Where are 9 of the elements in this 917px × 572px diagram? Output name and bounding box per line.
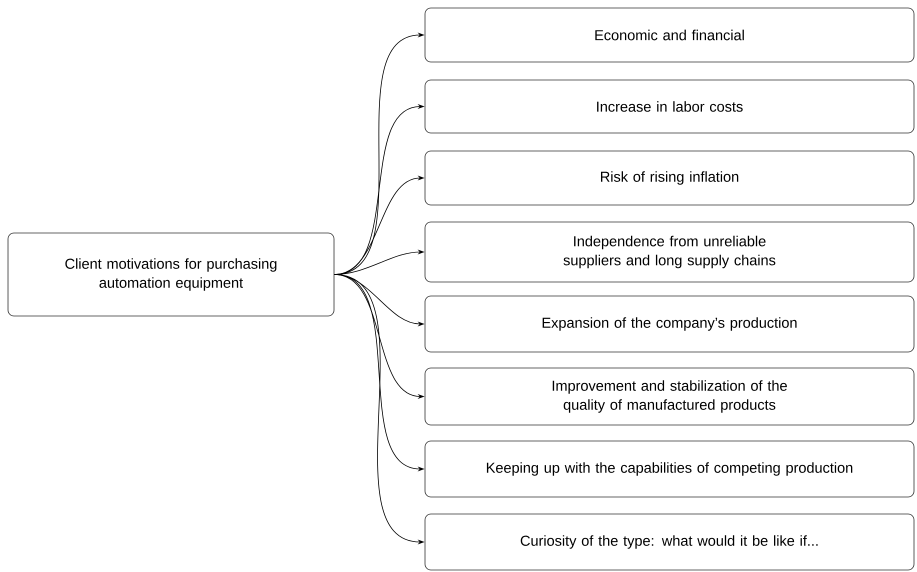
text-box: Curiosity of the type: what would it be like if... bbox=[424, 514, 914, 570]
text-box: Independence from unreliable suppliers and long supply chains bbox=[424, 222, 914, 282]
text-box: Client motivations for purchasing automation equipment bbox=[8, 232, 334, 316]
text-box: Keeping up with the capabilities of competing production bbox=[424, 440, 914, 498]
text-box: Economic and financial bbox=[424, 8, 914, 62]
text-box: Expansion of the company’s production bbox=[424, 296, 914, 352]
text-box: Improvement and stabilization of the quality of manufactured products bbox=[424, 368, 914, 426]
text-box: Risk of rising inflation bbox=[424, 150, 914, 206]
text-box: Increase in labor costs bbox=[424, 80, 914, 134]
